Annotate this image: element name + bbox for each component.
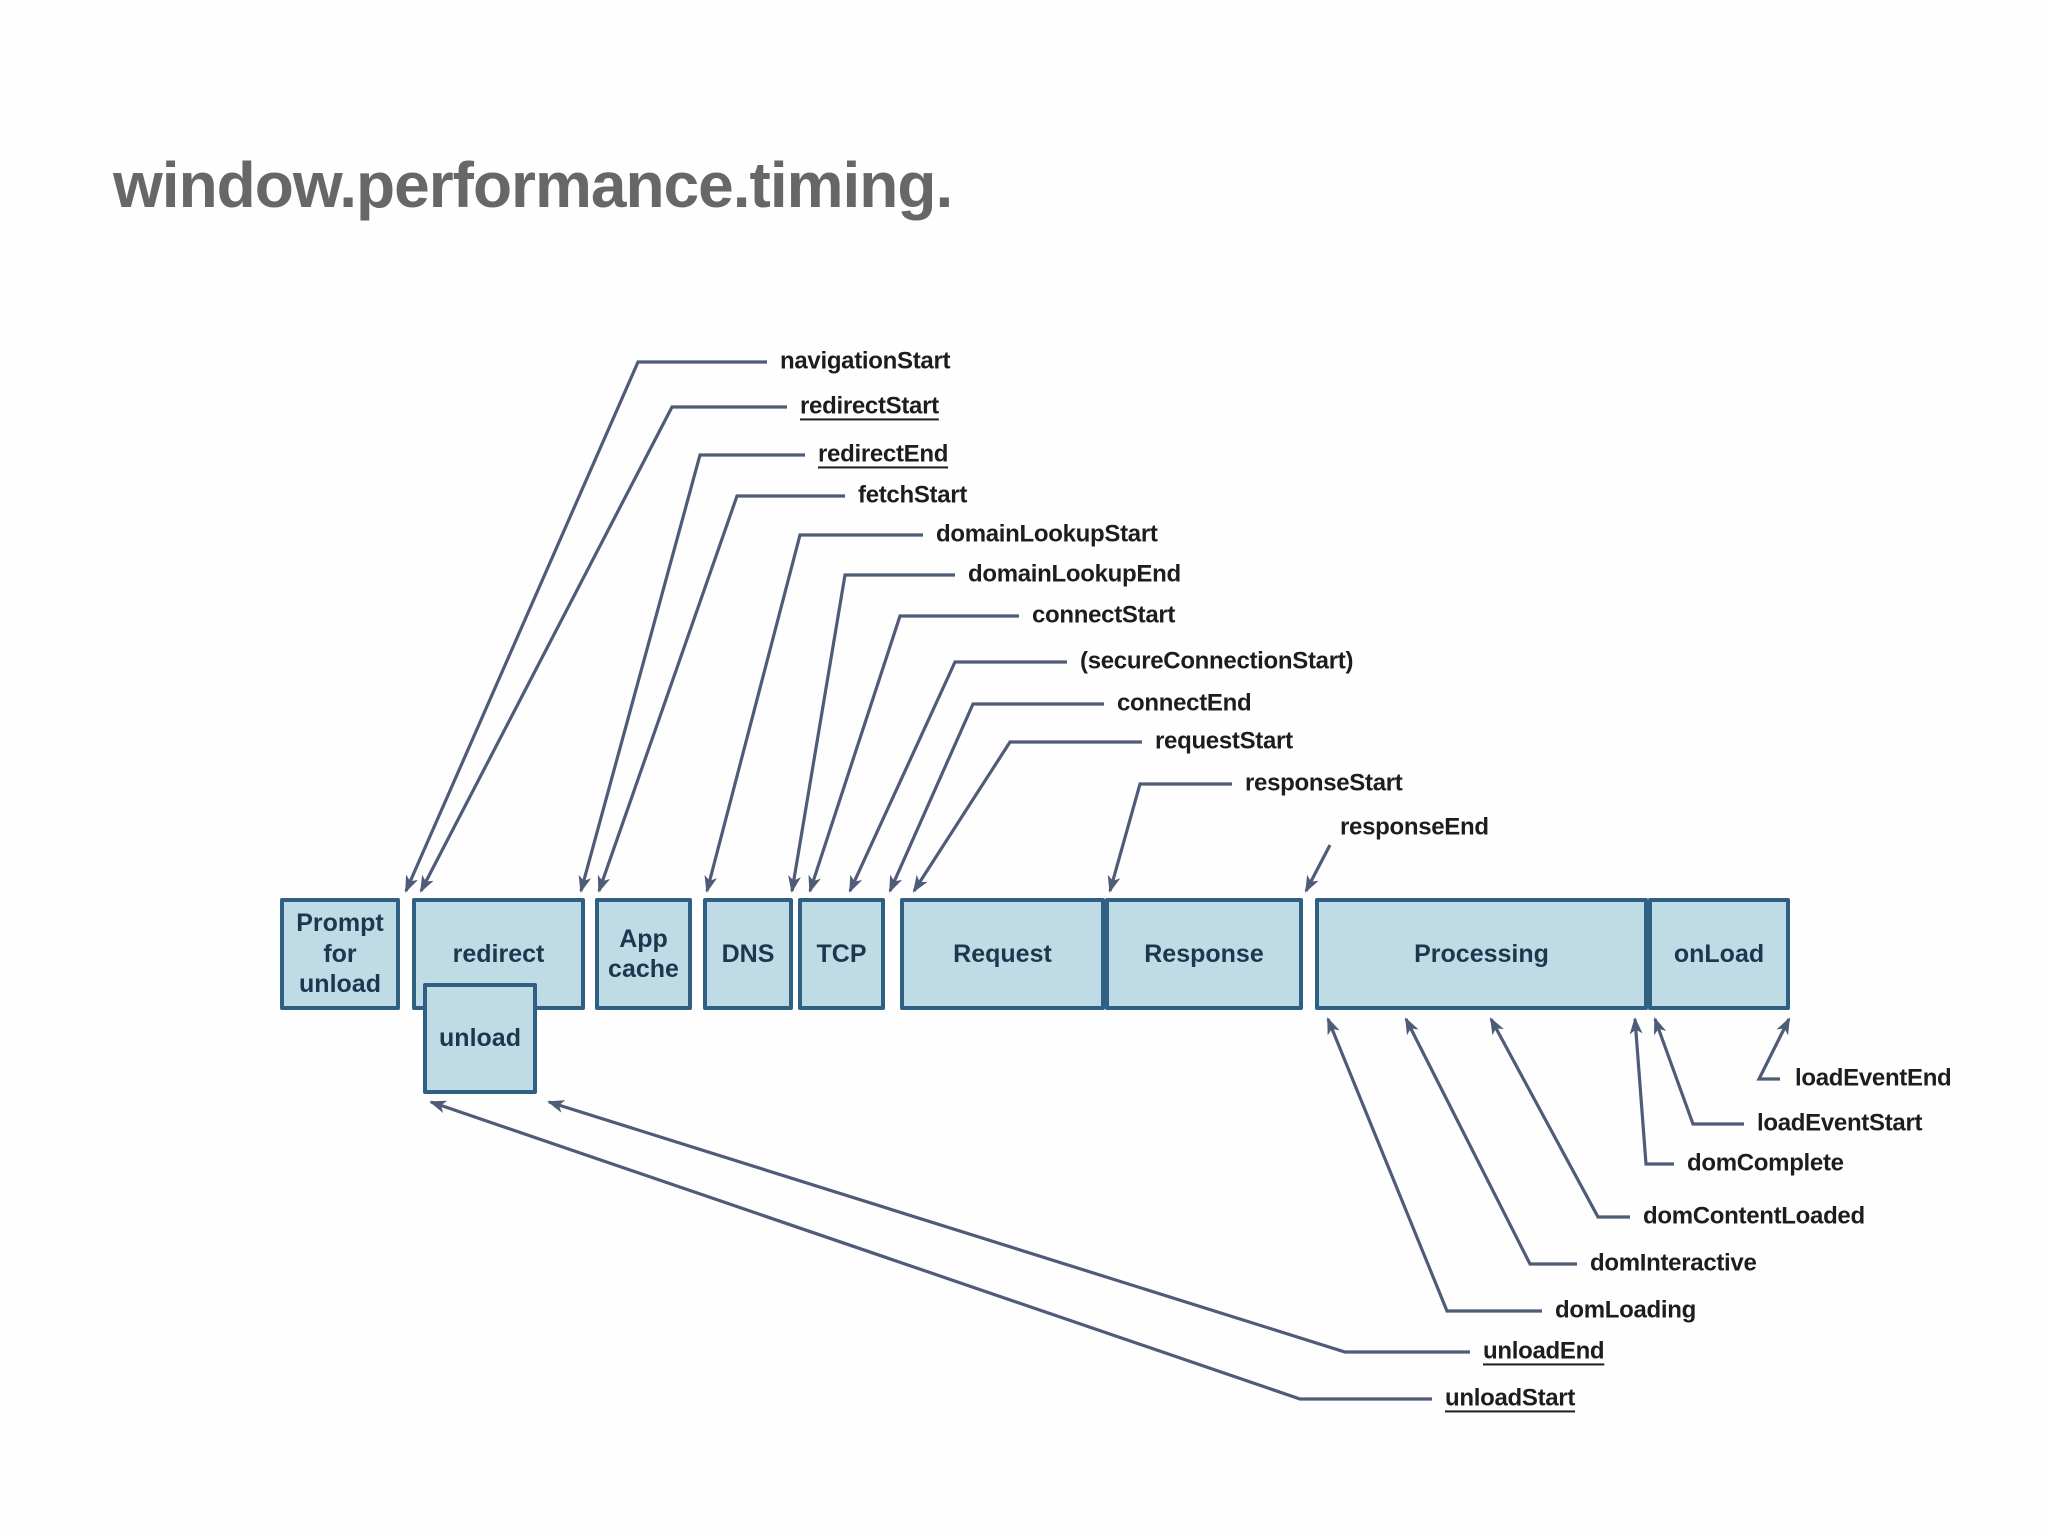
connector-secureConnectionStart	[848, 660, 1067, 893]
connector-unloadEnd	[547, 1100, 1470, 1354]
box-unload: unload	[423, 983, 537, 1094]
connector-domainLookupEnd	[788, 573, 955, 893]
connector-loadEventStart	[1653, 1017, 1744, 1126]
box-label-line: Request	[953, 939, 1052, 968]
box-label-line: onLoad	[1673, 939, 1765, 968]
event-label-redirectEnd: redirectEnd	[818, 440, 949, 468]
event-label-domComplete: domComplete	[1687, 1149, 1844, 1177]
box-onload: onLoad	[1648, 898, 1790, 1010]
box-label-line: DNS	[721, 939, 775, 968]
event-label-loadEventStart: loadEventStart	[1757, 1109, 1923, 1137]
event-label-fetchStart: fetchStart	[858, 481, 968, 509]
box-label-line: Processing	[1414, 939, 1549, 968]
box-response: Response	[1105, 898, 1303, 1010]
connector-redirectEnd	[578, 453, 805, 893]
connector-connectStart	[808, 614, 1019, 893]
connector-connectEnd	[888, 702, 1104, 893]
box-label-line: App	[619, 924, 668, 953]
event-label-redirectStart: redirectStart	[800, 392, 939, 420]
page-title: window.performance.timing.	[113, 149, 953, 221]
event-label-responseStart: responseStart	[1245, 769, 1403, 797]
box-label-line: cache	[608, 955, 679, 983]
event-label-secureConnectionStart: (secureConnectionStart)	[1080, 647, 1354, 675]
connector-domComplete	[1629, 1017, 1674, 1166]
box-dns: DNS	[703, 898, 793, 1010]
event-label-domContentLoaded: domContentLoaded	[1643, 1202, 1865, 1230]
connector-fetchStart	[597, 494, 845, 893]
connector-domInteractive	[1404, 1017, 1577, 1266]
box-redirect: redirect	[412, 898, 585, 1010]
event-label-domInteractive: domInteractive	[1590, 1249, 1757, 1277]
connector-requestStart	[912, 740, 1142, 893]
event-label-domainLookupStart: domainLookupStart	[936, 520, 1158, 548]
connector-redirectStart	[419, 405, 787, 893]
box-label-line: Prompt	[296, 909, 384, 938]
event-label-unloadEnd: unloadEnd	[1483, 1337, 1605, 1365]
event-label-connectStart: connectStart	[1032, 601, 1176, 629]
box-label-line: Response	[1144, 939, 1264, 968]
connector-domContentLoaded	[1489, 1017, 1630, 1219]
connector-domainLookupStart	[704, 533, 923, 893]
event-label-navigationStart: navigationStart	[780, 347, 951, 375]
connector-loadEventEnd	[1756, 1017, 1791, 1081]
box-processing: Processing	[1315, 898, 1648, 1010]
box-label-line: unload	[439, 1024, 521, 1053]
box-label-line: TCP	[816, 939, 867, 968]
event-label-domLoading: domLoading	[1555, 1296, 1696, 1324]
event-label-loadEventEnd: loadEventEnd	[1795, 1064, 1952, 1092]
box-request: Request	[900, 898, 1105, 1010]
event-label-unloadStart: unloadStart	[1445, 1384, 1576, 1412]
event-label-connectEnd: connectEnd	[1117, 689, 1252, 717]
connector-navigationStart	[404, 360, 767, 893]
connector-responseStart	[1107, 782, 1232, 893]
box-label-line: unload	[299, 970, 381, 999]
event-label-requestStart: requestStart	[1155, 727, 1293, 755]
connector-responseEnd	[1304, 844, 1332, 893]
box-tcp: TCP	[798, 898, 885, 1010]
connector-domLoading	[1326, 1017, 1542, 1313]
event-label-responseEnd: responseEnd	[1340, 813, 1489, 841]
box-label-line: redirect	[452, 939, 545, 968]
box-label-line: for	[323, 939, 357, 968]
event-label-domainLookupEnd: domainLookupEnd	[968, 560, 1181, 588]
connector-unloadStart	[429, 1100, 1432, 1401]
